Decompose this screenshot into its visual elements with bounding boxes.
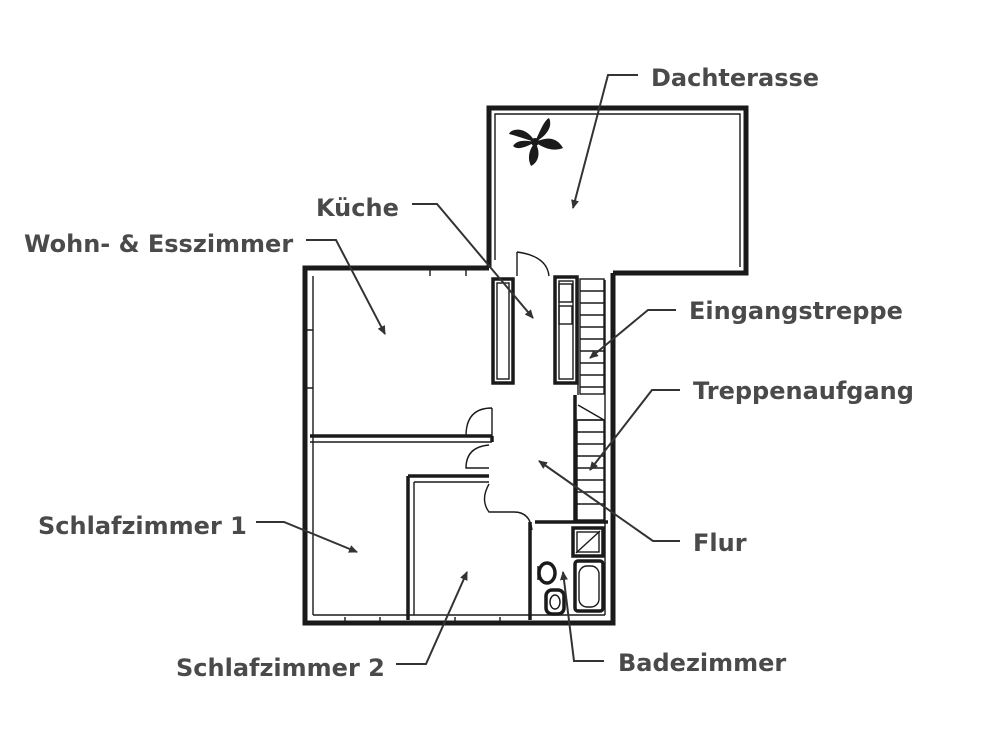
interior-walls (307, 270, 608, 622)
doors (465, 251, 550, 531)
label-eingangstreppe: Eingangstreppe (689, 297, 903, 325)
outer-walls (302, 105, 749, 626)
leader-schlafzimmer-1 (256, 521, 358, 553)
label-dachterasse: Dachterasse (651, 64, 819, 92)
bathtub-icon (573, 559, 605, 613)
label-flur: Flur (693, 529, 747, 557)
label-kueche: Küche (316, 194, 399, 222)
leader-eingangstreppe (589, 309, 676, 359)
leader-badezimmer (560, 571, 604, 662)
label-schlafzimmer-2: Schlafzimmer 2 (176, 654, 385, 682)
plant-icon (509, 118, 563, 166)
toilet-icon (537, 561, 557, 585)
bathroom-fixtures (537, 526, 605, 616)
sink-icon (544, 588, 566, 616)
leader-dachterasse (571, 74, 638, 209)
leader-lines (256, 74, 680, 665)
stairs (576, 278, 605, 521)
leader-kueche (412, 203, 534, 319)
leader-flur (538, 460, 680, 542)
label-schlafzimmer-1: Schlafzimmer 1 (38, 512, 247, 540)
leader-wohn-esszimmer (306, 239, 386, 335)
sink-icon (558, 283, 573, 325)
label-treppenaufgang: Treppenaufgang (693, 377, 914, 405)
leader-treppenaufgang (589, 389, 680, 471)
label-wohn-esszimmer: Wohn- & Esszimmer (24, 230, 293, 258)
kitchen-counters (491, 275, 579, 385)
leader-schlafzimmer-2 (396, 571, 468, 665)
shower-icon (571, 526, 605, 558)
label-badezimmer: Badezimmer (618, 649, 786, 677)
